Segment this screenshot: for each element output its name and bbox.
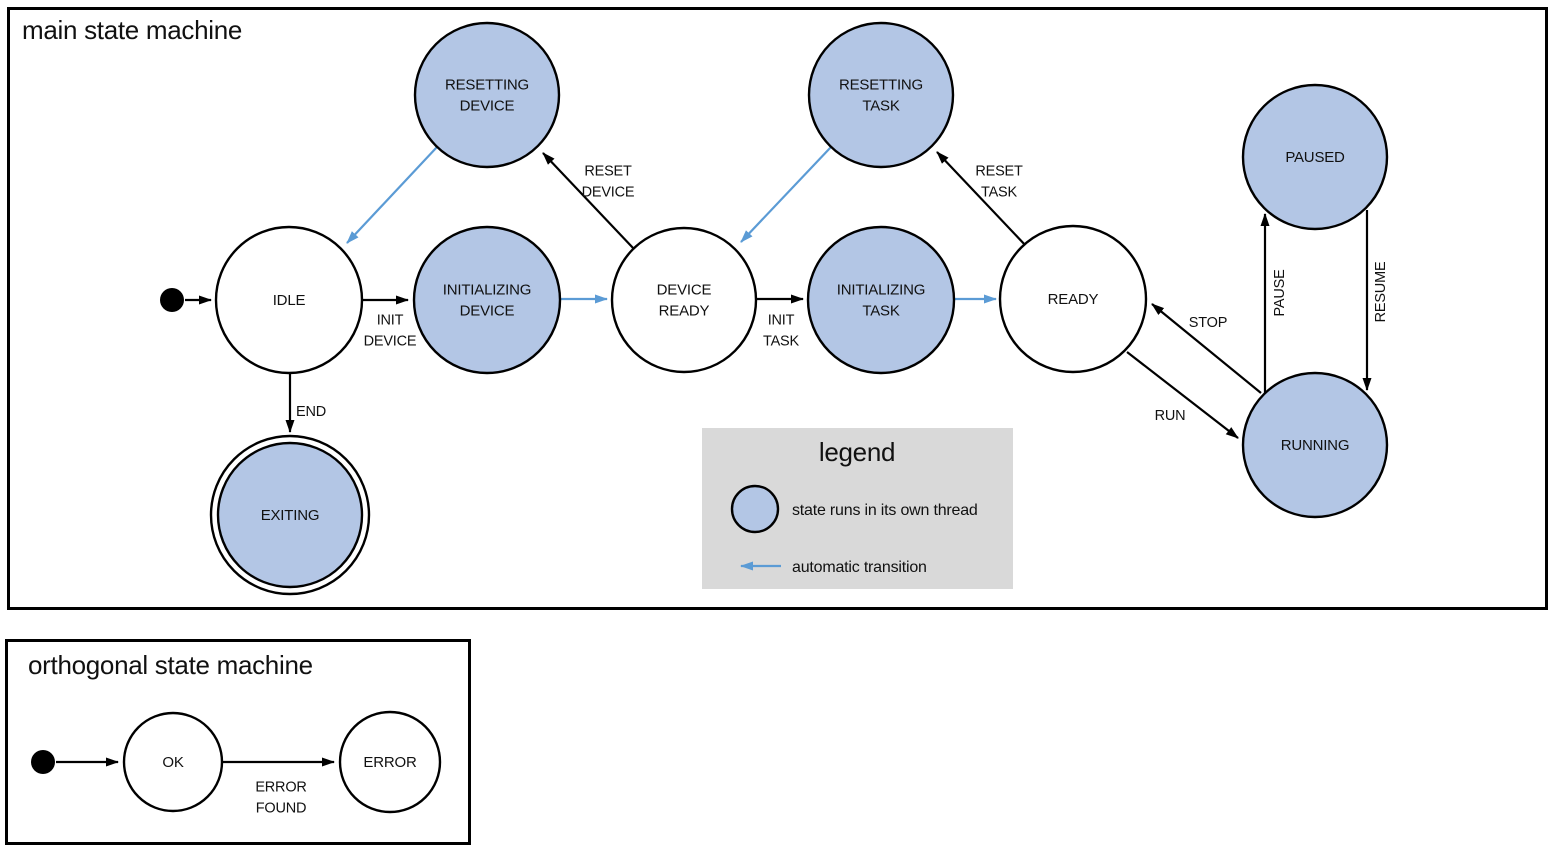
- state-ready: READY: [998, 224, 1148, 374]
- state-circle: [610, 226, 758, 374]
- state-label: READY: [1048, 291, 1099, 308]
- transition-label-stop: STOP: [1189, 315, 1227, 331]
- transition-running-to-ready: STOP: [1151, 303, 1262, 394]
- state-circle: [806, 225, 956, 375]
- legend: legend state runs in its own thread auto…: [702, 428, 1013, 589]
- state-circle: [216, 441, 364, 589]
- transition-label-end: END: [296, 404, 326, 420]
- initial-state-dot: [31, 750, 55, 774]
- state-circle: [214, 225, 364, 375]
- transition-idle-to-exiting: END: [285, 373, 326, 433]
- state-circle: [998, 224, 1148, 374]
- state-circle: [338, 710, 442, 814]
- state-label: ERROR: [363, 754, 417, 771]
- state-exiting: EXITING: [209, 434, 371, 596]
- transition-label-resume: RESUME: [1373, 261, 1389, 322]
- transition-arrow: [936, 151, 1028, 248]
- main-machine-frame: [7, 7, 1548, 610]
- state-label: OK: [162, 754, 183, 771]
- state-circle: [1241, 83, 1389, 231]
- transition-arrow: [1151, 303, 1262, 394]
- state-label: PAUSED: [1285, 149, 1345, 166]
- transition-ready-to-running: RUN: [1126, 351, 1239, 439]
- transition-arrow: [542, 152, 635, 250]
- transition-arrow: [1126, 351, 1239, 439]
- transition-paused-to-running: RESUME: [1362, 210, 1389, 391]
- legend-title: legend: [819, 437, 895, 467]
- state-circle: [412, 225, 562, 375]
- state-idle: IDLE: [214, 225, 364, 375]
- state-ok: OK: [122, 711, 224, 813]
- state-circle: [122, 711, 224, 813]
- state-circle: [807, 21, 955, 169]
- state-error: ERROR: [338, 710, 442, 814]
- state-label: IDLE: [273, 292, 306, 309]
- transition-label-pause: PAUSE: [1272, 269, 1288, 317]
- state-circle: [413, 21, 561, 169]
- state-label: RUNNING: [1281, 437, 1350, 454]
- orthogonal-machine-frame: [5, 639, 471, 845]
- transition-resetting-device-to-idle: [346, 146, 438, 244]
- auto-transition-arrow: [740, 146, 832, 243]
- transition-label-run: RUN: [1155, 408, 1186, 424]
- main-machine-title: main state machine: [22, 15, 242, 45]
- legend-thread-state-label: state runs in its own thread: [792, 502, 978, 519]
- transition-resetting-task-to-device-ready: [740, 146, 832, 243]
- state-running: RUNNING: [1241, 371, 1389, 519]
- state-label: EXITING: [261, 507, 320, 524]
- legend-thread-state-symbol: [730, 484, 780, 534]
- state-paused: PAUSED: [1241, 83, 1389, 231]
- transition-running-to-paused: PAUSE: [1260, 213, 1288, 394]
- initial-state-dot: [160, 288, 184, 312]
- auto-transition-arrow: [346, 146, 438, 244]
- legend-auto-transition-label: automatic transition: [792, 559, 927, 576]
- state-circle: [1241, 371, 1389, 519]
- orthogonal-machine-title: orthogonal state machine: [28, 650, 313, 680]
